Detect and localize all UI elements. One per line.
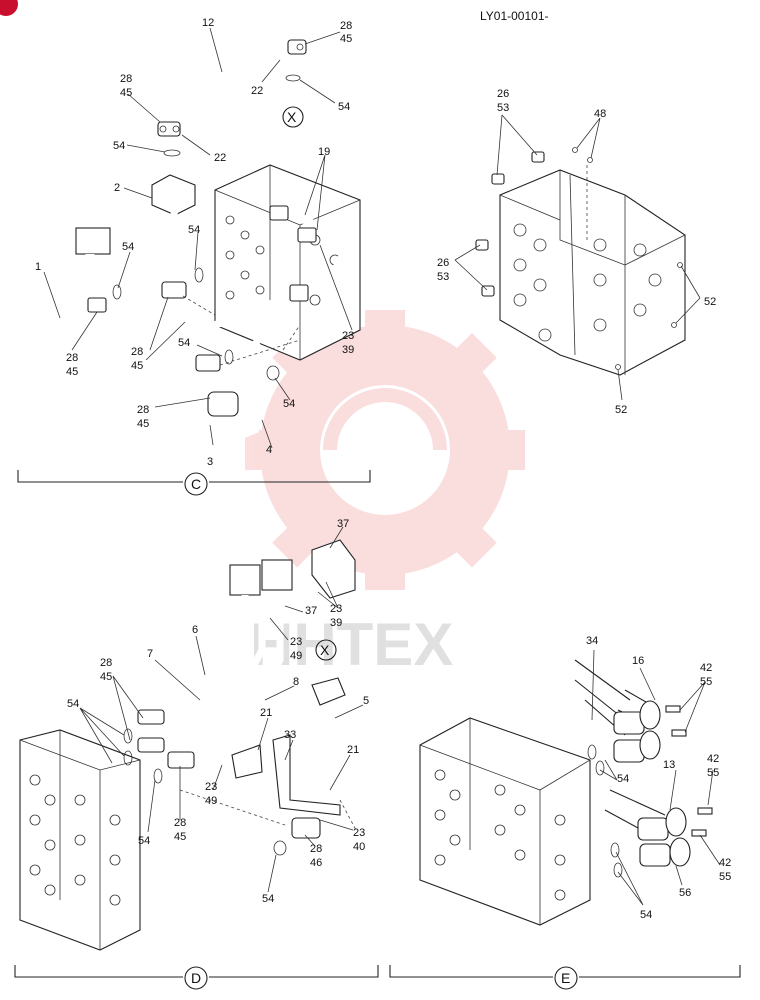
callout-label: 45 (174, 831, 186, 843)
callout-label: 28 (310, 843, 322, 855)
callout-label: 54 (113, 140, 125, 152)
callout-label: 54 (283, 398, 295, 410)
callout-label: 26 (497, 88, 509, 100)
view-valve-top-right: 26 53 48 26 53 52 52 (437, 88, 716, 416)
callout-label: 39 (342, 344, 354, 356)
control-valve-c (214, 164, 361, 361)
callout-label: 23 (290, 636, 302, 648)
callout-label: 39 (330, 617, 342, 629)
callout-label: 55 (700, 676, 712, 688)
callout-label: 23 (342, 330, 354, 342)
callout-label: 45 (66, 366, 78, 378)
callout-label: 23 (205, 781, 217, 793)
callout-label: 55 (719, 871, 731, 883)
callout-label: 54 (338, 101, 350, 113)
callout-label: 28 (120, 73, 132, 85)
callout-label: 42 (700, 662, 712, 674)
view-e-label: E (561, 970, 570, 986)
callout-label: 54 (67, 698, 79, 710)
callout-label: 23 (353, 827, 365, 839)
view-d-label: D (191, 970, 201, 986)
callout-label: 45 (137, 418, 149, 430)
callout-label: 28 (66, 352, 78, 364)
callout-label: 45 (100, 671, 112, 683)
callout-label: 42 (719, 857, 731, 869)
callout-label: 40 (353, 841, 365, 853)
callout-label: 53 (497, 102, 509, 114)
callout-label: 28 (100, 657, 112, 669)
callouts-top-right: 26 53 48 26 53 52 52 (437, 88, 716, 416)
callout-label: 22 (251, 85, 263, 97)
callout-label: 21 (260, 707, 272, 719)
callouts-view-e: 34 16 42 55 54 13 42 55 42 55 56 54 (586, 635, 731, 921)
callout-label: 12 (202, 17, 214, 29)
watermark-text: HHTEX (250, 611, 453, 678)
callout-label: 45 (120, 87, 132, 99)
callout-label: 54 (188, 224, 200, 236)
view-c-label: C (191, 476, 201, 492)
drawing-number: LY01-00101- (480, 9, 549, 23)
callout-label: 6 (192, 624, 198, 636)
callout-label: 55 (707, 767, 719, 779)
watermark-gear-icon (245, 310, 525, 590)
callout-label: 21 (347, 744, 359, 756)
callout-label: 52 (615, 404, 627, 416)
callout-label: 52 (704, 296, 716, 308)
callout-label: 42 (707, 753, 719, 765)
callout-label: 22 (214, 152, 226, 164)
callout-label: 16 (632, 655, 644, 667)
callout-label: 3 (207, 456, 213, 468)
view-d: X 37 23 39 37 23 49 6 7 8 28 (14, 518, 379, 990)
callout-label: 1 (35, 261, 41, 273)
callout-label: 54 (178, 337, 190, 349)
callout-label: 46 (310, 857, 322, 869)
callout-label: 28 (174, 817, 186, 829)
view-x-label-1: X (287, 109, 297, 125)
callouts-view-d: 37 23 39 37 23 49 6 7 8 28 45 54 21 33 5… (67, 518, 369, 905)
callout-label: 13 (663, 759, 675, 771)
callout-label: 54 (640, 909, 652, 921)
view-c: X (17, 17, 371, 496)
callouts-view-c: 12 28 45 28 45 22 54 54 22 2 19 54 54 1 … (35, 17, 354, 468)
callout-label: 48 (594, 108, 606, 120)
callout-label: 49 (205, 795, 217, 807)
callout-label: 8 (293, 676, 299, 688)
callout-label: 33 (284, 729, 296, 741)
callout-label: 4 (266, 444, 272, 456)
callout-label: 49 (290, 650, 302, 662)
callout-label: 54 (122, 241, 134, 253)
callout-label: 54 (138, 835, 150, 847)
callout-label: 45 (131, 360, 143, 372)
callout-label: 34 (586, 635, 598, 647)
callout-label: 19 (318, 146, 330, 158)
callout-label: 28 (340, 20, 352, 32)
callout-label: 37 (305, 605, 317, 617)
callout-label: 56 (679, 887, 691, 899)
callout-label: 54 (262, 893, 274, 905)
callout-label: 2 (114, 182, 120, 194)
view-x-label-2: X (320, 642, 330, 658)
view-e: 34 16 42 55 54 13 42 55 42 55 56 54 E (389, 635, 741, 990)
callout-label: 28 (137, 404, 149, 416)
callout-label: 53 (437, 271, 449, 283)
corner-badge (0, 0, 18, 16)
callout-label: 37 (337, 518, 349, 530)
callout-label: 5 (363, 695, 369, 707)
callout-label: 54 (617, 773, 629, 785)
callout-label: 45 (340, 33, 352, 45)
callout-label: 7 (147, 648, 153, 660)
callout-label: 26 (437, 257, 449, 269)
callout-label: 28 (131, 346, 143, 358)
callout-label: 23 (330, 603, 342, 615)
